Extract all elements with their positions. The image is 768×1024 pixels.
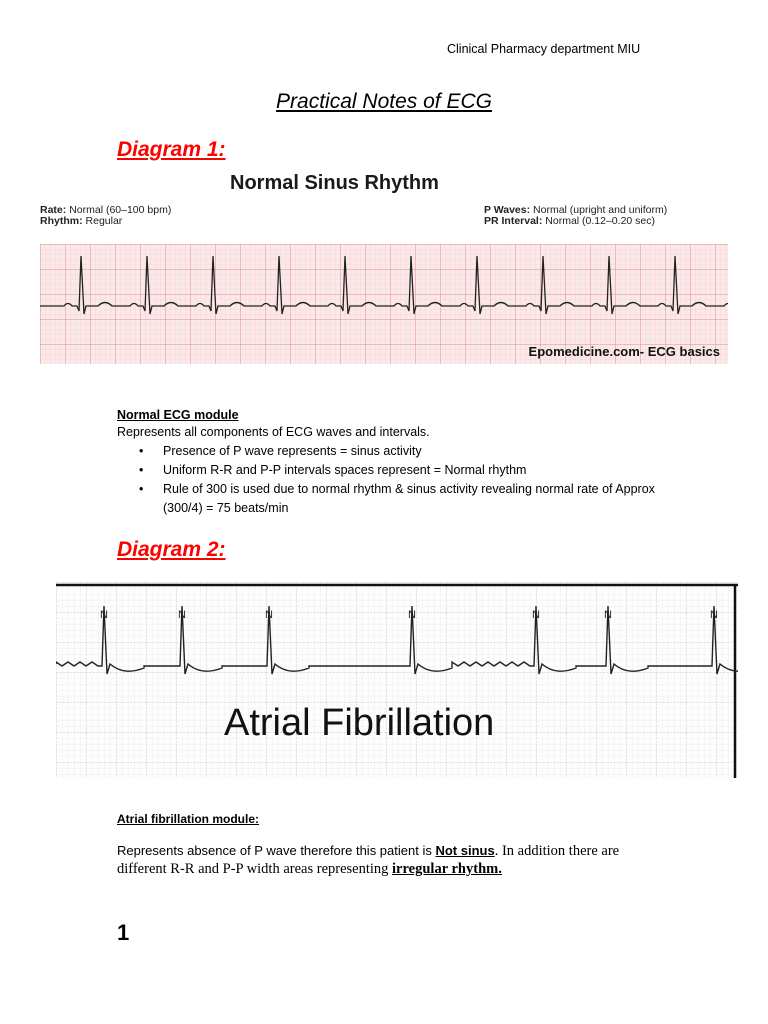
beat-label-n: N [532, 609, 540, 621]
page-number: 1 [117, 920, 130, 945]
page-title: Practical Notes of ECG [276, 90, 492, 113]
list-item: •Rule of 300 is used due to normal rhyth… [139, 482, 655, 515]
af-module-title: Atrial fibrillation module: [117, 812, 260, 826]
figure1-pr-interval: PR Interval: Normal (0.12–0.20 sec) [484, 215, 655, 227]
figure1-pwaves: P Waves: Normal (upright and uniform) [484, 204, 668, 216]
bullet-icon: • [139, 463, 144, 477]
figure1-rate: Rate: Normal (60–100 bpm) [40, 204, 172, 216]
beat-label-n: N [100, 609, 108, 621]
normal-sinus-rhythm-figure: Normal Sinus Rhythm Rate: Normal (60–100… [38, 166, 730, 366]
beat-label-n: N [178, 609, 186, 621]
beat-label-n: N [604, 609, 612, 621]
normal-sinus-ecg-strip [40, 244, 728, 364]
normal-module-intro: Represents all components of ECG waves a… [117, 425, 430, 439]
normal-module-bullets: •Presence of P wave represents = sinus a… [117, 442, 677, 518]
ecg-trace [55, 605, 755, 675]
normal-module-title: Normal ECG module [117, 408, 239, 422]
bullet-icon: • [139, 482, 144, 496]
af-module-text: Represents absence of P wave therefore t… [117, 843, 620, 877]
beat-label-n: N [265, 609, 273, 621]
beat-label-n: N [408, 609, 416, 621]
list-item: •Presence of P wave represents = sinus a… [117, 442, 677, 461]
diagram2-heading: Diagram 2: [117, 538, 226, 561]
atrial-fibrillation-figure: N N N N N N N Atrial Fibrillation [55, 582, 755, 778]
diagram1-heading: Diagram 1: [117, 138, 226, 161]
list-item: •Uniform R-R and P-P intervals spaces re… [117, 461, 677, 480]
ecg-trace [40, 255, 728, 315]
figure1-rhythm: Rhythm: Regular [40, 215, 123, 227]
beat-label-n: N [710, 609, 718, 621]
figure2-title: Atrial Fibrillation [224, 702, 495, 744]
figure1-title: Normal Sinus Rhythm [230, 172, 439, 194]
figure1-credit: Epomedicine.com- ECG basics [528, 344, 720, 359]
page-header: Clinical Pharmacy department MIU [447, 42, 641, 56]
bullet-icon: • [139, 444, 144, 458]
